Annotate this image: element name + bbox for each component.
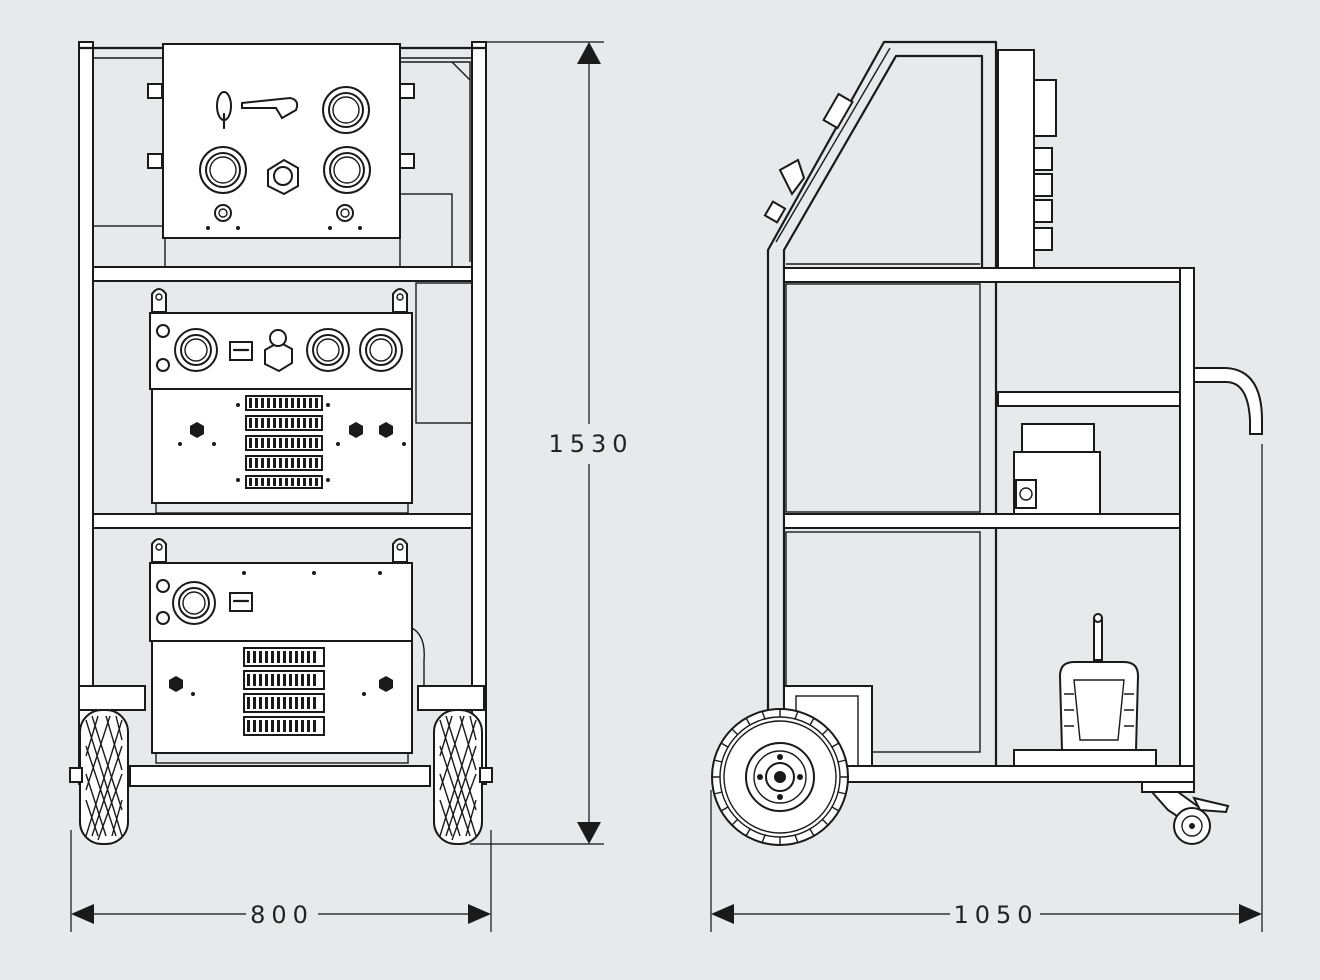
side-spray-gun-holder (1013, 613, 1157, 767)
side-frame-rear-post (1179, 267, 1195, 781)
gauge-icon (359, 328, 403, 372)
front-wheel-right (433, 709, 493, 845)
front-wheel-guard-right (417, 685, 485, 711)
front-frame-right-post (471, 41, 487, 785)
hex-plug-icon (190, 422, 393, 438)
panel-mount-bolts (147, 83, 415, 169)
side-caster-wheel (1141, 781, 1230, 845)
lever-handle-icon (241, 96, 299, 120)
gauge-icon (323, 146, 371, 194)
front-shelf-middle (92, 513, 473, 529)
lifting-eye-icon (392, 538, 408, 563)
front-view (69, 41, 493, 845)
cooling-vent-grille (243, 647, 325, 736)
gauge-icon (199, 146, 247, 194)
lifting-eye-icon (151, 538, 167, 563)
front-lower-unit (149, 538, 425, 764)
control-knob-icon (267, 158, 299, 196)
front-wheel-guard-left (78, 685, 146, 711)
side-shelf-upper (783, 267, 1181, 283)
hex-plug-icon (169, 676, 393, 692)
dimension-1530: 1530 (470, 41, 633, 845)
side-base-frame (819, 765, 1195, 783)
dimension-1050: 1050 (710, 444, 1263, 932)
hose-fitting-icon (214, 204, 354, 222)
side-shelf-middle (783, 513, 1181, 529)
gauge-icon (322, 86, 370, 134)
dimension-800: 800 (70, 830, 492, 932)
side-rear-controls (997, 49, 1057, 269)
front-top-control-panel (147, 43, 415, 239)
dimension-label-length: 1050 (953, 901, 1038, 929)
cooling-vent-grille (245, 395, 323, 489)
side-pull-handle (1193, 367, 1263, 435)
front-base-frame (129, 765, 431, 787)
side-view (711, 40, 1263, 846)
front-frame-left-post (78, 41, 94, 785)
front-upper-unit (149, 288, 413, 514)
lifting-eye-icon (151, 288, 167, 313)
control-knob-icon (264, 329, 293, 373)
lifting-eye-icon (392, 288, 408, 313)
front-wheel-left (69, 709, 129, 845)
front-shelf-upper (92, 266, 473, 282)
dimension-label-height: 1530 (548, 430, 633, 458)
key-switch-icon (216, 91, 232, 130)
side-main-wheel (711, 708, 849, 846)
side-control-knobs (763, 92, 854, 224)
side-pump-unit (1013, 423, 1101, 515)
gauge-icon (306, 328, 350, 372)
dimension-label-width: 800 (250, 901, 314, 929)
gauge-icon (174, 328, 218, 372)
gauge-icon (172, 581, 216, 625)
